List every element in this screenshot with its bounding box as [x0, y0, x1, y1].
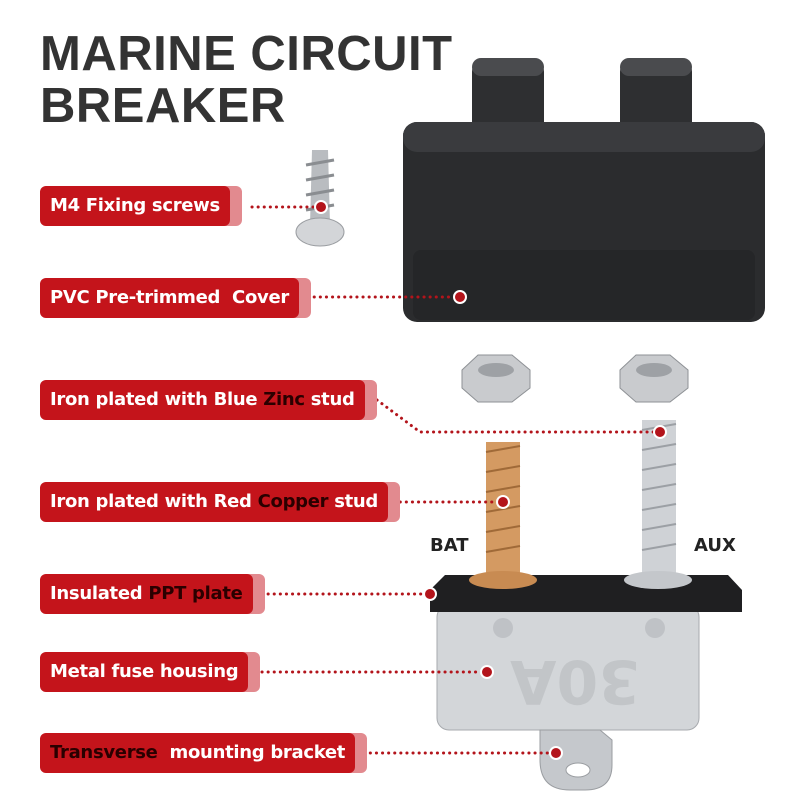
- label-text: stud: [304, 389, 355, 410]
- label-copper-stud: Iron plated with Red Copper stud: [40, 482, 401, 522]
- label-text: PVC Pre-trimmed Cover: [50, 287, 289, 308]
- label-highlight: Zinc: [263, 389, 305, 410]
- title-line-2: BREAKER: [40, 79, 286, 133]
- label-body: Transverse mounting bracket: [40, 733, 356, 773]
- cover-knob-right: [620, 58, 692, 138]
- terminal-bat-label: BAT: [430, 535, 469, 556]
- label-text: M4 Fixing screws: [50, 195, 220, 216]
- label-fixing-screws: M4 Fixing screws: [40, 186, 242, 226]
- nut-left: [461, 354, 531, 403]
- label-ppt-plate: Insulated PPT plate: [40, 574, 265, 614]
- title-line-1: MARINE CIRCUIT: [40, 27, 453, 81]
- label-text: Iron plated with Red: [50, 491, 258, 512]
- label-body: Iron plated with Blue Zinc stud: [40, 380, 365, 420]
- leader-dots: [314, 200, 667, 760]
- label-zinc-stud: Iron plated with Blue Zinc stud: [40, 380, 377, 420]
- label-highlight: Copper: [257, 491, 329, 512]
- label-text: Insulated: [50, 583, 149, 604]
- terminal-aux-label: AUX: [694, 535, 736, 556]
- label-text: Iron plated with Blue: [50, 389, 264, 410]
- label-body: M4 Fixing screws: [40, 186, 230, 226]
- m4-screw: [295, 150, 345, 247]
- cover-knob-left: [472, 58, 544, 138]
- label-body: Iron plated with Red Copper stud: [40, 482, 389, 522]
- leader-lines: [250, 205, 658, 755]
- label-body: Metal fuse housing: [40, 652, 249, 692]
- label-body: Insulated PPT plate: [40, 574, 253, 614]
- label-text: mounting bracket: [157, 742, 346, 763]
- label-metal-housing: Metal fuse housing: [40, 652, 261, 692]
- label-text: Metal fuse housing: [50, 661, 239, 682]
- page-title: MARINE CIRCUIT BREAKER: [40, 28, 453, 132]
- nut-right: [619, 354, 689, 403]
- label-mounting-bracket: Transverse mounting bracket: [40, 733, 368, 773]
- mounting-bracket: [539, 729, 613, 791]
- label-body: PVC Pre-trimmed Cover: [40, 278, 299, 318]
- label-highlight: PPT plate: [148, 583, 243, 604]
- label-highlight: Transverse: [50, 742, 158, 763]
- label-text: stud: [328, 491, 379, 512]
- label-pvc-cover: PVC Pre-trimmed Cover: [40, 278, 311, 318]
- housing-rating: 30A: [509, 646, 639, 716]
